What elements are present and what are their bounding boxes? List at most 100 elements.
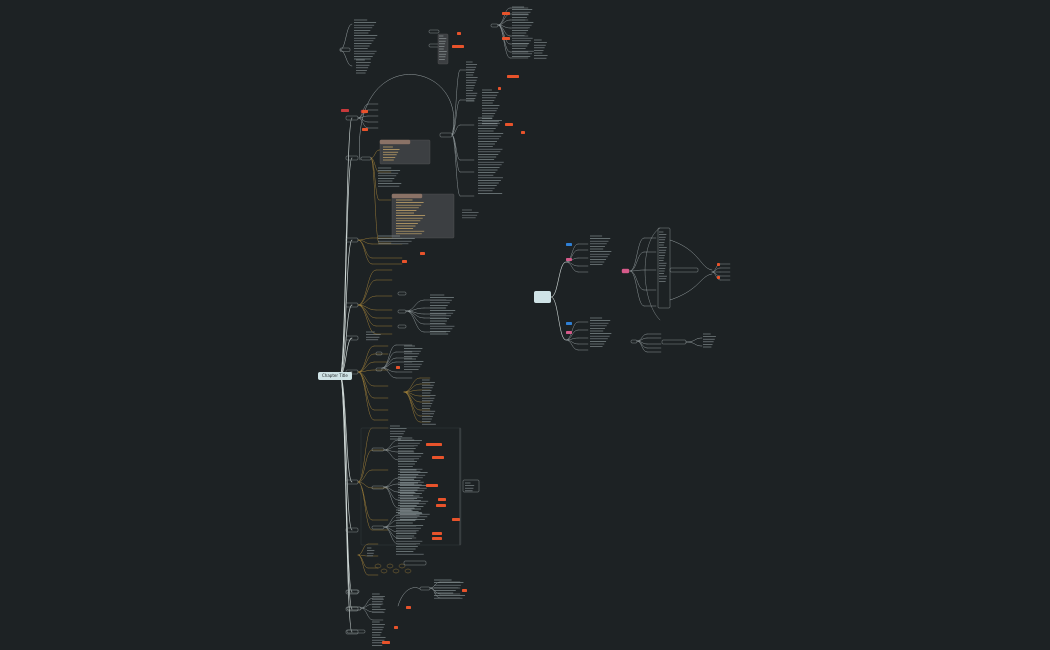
connector-line: [381, 344, 397, 369]
topic-node[interactable]: [345, 302, 359, 308]
connector-line: [357, 371, 375, 399]
connector-line: [370, 157, 380, 173]
marker-tag: [426, 484, 438, 487]
connector-line: [629, 251, 645, 272]
connector-line: [357, 449, 373, 483]
loop-node: [386, 563, 394, 569]
connector-line: [357, 481, 373, 531]
topic-node[interactable]: [375, 367, 383, 372]
topic-node[interactable]: [397, 291, 407, 296]
marker-tag: [462, 589, 467, 592]
marker-tag: [402, 260, 407, 263]
marker-tag: [502, 37, 510, 40]
connector-line: [565, 329, 579, 341]
connector-line: [339, 239, 353, 376]
connector-line: [497, 24, 511, 59]
topic-node[interactable]: [360, 156, 372, 161]
topic-node[interactable]: [345, 115, 359, 121]
connector-line: [357, 304, 377, 335]
connector-line: [357, 361, 375, 373]
topic-node[interactable]: [669, 267, 699, 273]
topic-node[interactable]: [419, 586, 431, 591]
connector-line: [451, 134, 461, 197]
marker-tag: [566, 322, 572, 325]
marker-tag: [362, 110, 368, 113]
topic-node[interactable]: [345, 237, 359, 243]
topic-node[interactable]: [630, 339, 638, 344]
topic-node[interactable]: [379, 139, 411, 145]
connector-line: [451, 99, 461, 136]
topic-node[interactable]: [345, 155, 359, 161]
connector-line: [383, 514, 399, 528]
connector-line: [339, 374, 353, 483]
connector-line: [550, 261, 567, 298]
marker-tag: [566, 331, 572, 334]
connector-line: [711, 271, 721, 281]
connector-line: [357, 469, 373, 483]
marker-tag: [432, 537, 442, 540]
floating-topic[interactable]: [534, 291, 551, 303]
topic-node[interactable]: [428, 43, 440, 48]
connector-line: [381, 367, 397, 379]
loop-node: [380, 568, 388, 574]
topic-node[interactable]: [391, 193, 423, 199]
connector-line: [451, 69, 461, 136]
connector-line: [357, 239, 373, 265]
connector-line: [405, 310, 425, 333]
topic-node[interactable]: [346, 629, 366, 634]
topic-node[interactable]: [371, 525, 385, 530]
connector-line: [360, 597, 374, 609]
connector-line: [357, 239, 373, 259]
topic-node[interactable]: [490, 23, 499, 28]
topic-node[interactable]: [397, 324, 407, 329]
topic-nodes[interactable]: [339, 6, 716, 646]
connector-line: [636, 340, 648, 353]
connector-line: [339, 49, 353, 67]
connector-line: [357, 554, 369, 557]
topic-node[interactable]: [621, 268, 630, 274]
topic-node[interactable]: [371, 447, 385, 452]
connector-line: [357, 353, 375, 373]
connector-line: [357, 554, 369, 576]
connector-line: [565, 261, 579, 273]
connector-line: [383, 486, 399, 509]
connector-line: [357, 554, 369, 569]
connector-lines: [339, 7, 731, 633]
topic-node[interactable]: [371, 485, 385, 490]
topic-node[interactable]: [346, 606, 362, 611]
topic-node[interactable]: [439, 132, 453, 138]
topic-node[interactable]: [346, 589, 360, 594]
marker-tag: [406, 606, 411, 609]
topic-node[interactable]: [661, 339, 687, 345]
marker-tag: [507, 75, 519, 78]
marker-tag: [566, 258, 572, 261]
topic-node[interactable]: [428, 29, 440, 34]
topic-node[interactable]: [403, 560, 427, 566]
marker-tag: [426, 443, 442, 446]
connector-line: [357, 369, 375, 373]
topic-node[interactable]: [397, 309, 407, 314]
marker-tag: [341, 109, 349, 112]
topic-node[interactable]: [345, 527, 359, 533]
topic-node[interactable]: [345, 335, 359, 341]
marker-tags: [341, 12, 720, 644]
connector-line: [565, 339, 579, 351]
central-topic[interactable]: Chapter Title: [318, 372, 352, 380]
topic-node[interactable]: [360, 427, 462, 546]
connector-line: [565, 249, 579, 263]
connector-line: [357, 269, 377, 306]
relation-line: [397, 587, 421, 607]
connector-line: [339, 23, 353, 51]
topic-node[interactable]: [375, 351, 383, 356]
connector-line: [370, 157, 380, 244]
topic-node[interactable]: [657, 227, 671, 309]
connector-line: [357, 371, 375, 387]
topic-node[interactable]: [345, 479, 359, 485]
merge-line: [685, 337, 703, 347]
connector-line: [629, 269, 645, 272]
connector-line: [357, 481, 373, 489]
connector-line: [629, 270, 645, 307]
topic-node[interactable]: [462, 479, 480, 493]
topic-node[interactable]: [339, 47, 351, 52]
